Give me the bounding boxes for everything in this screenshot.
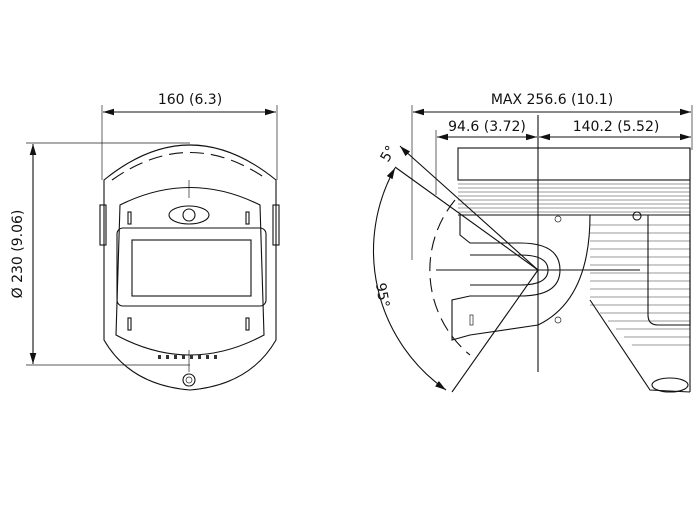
width-label: 160 (6.3) bbox=[158, 92, 222, 108]
status-leds bbox=[158, 355, 217, 359]
front-label: 94.6 (3.72) bbox=[448, 119, 526, 135]
tilt-range-label: 95° bbox=[372, 282, 392, 309]
screw-icon bbox=[632, 211, 642, 221]
connector-icon bbox=[182, 373, 196, 387]
max-label: MAX 256.6 (10.1) bbox=[491, 92, 613, 108]
diameter-dimension: Ø 230 (9.06) bbox=[10, 142, 190, 366]
scanner-side-body bbox=[451, 147, 691, 393]
diameter-label: Ø 230 (9.06) bbox=[10, 210, 26, 299]
max-dimension: MAX 256.6 (10.1) bbox=[411, 92, 693, 260]
front-rear-dimension: 94.6 (3.72) 140.2 (5.52) bbox=[435, 119, 691, 195]
width-dimension: 160 (6.3) bbox=[101, 92, 278, 180]
scanner-front-body bbox=[99, 144, 280, 391]
rear-label: 140.2 (5.52) bbox=[573, 119, 660, 135]
tilt-up-label: 5° bbox=[378, 143, 400, 165]
tilt-angles: 5° 95° bbox=[372, 143, 539, 393]
front-view: 160 (6.3) Ø 230 (9.06) bbox=[10, 92, 280, 391]
side-view: MAX 256.6 (10.1) 94.6 (3.72) 140.2 (5.52… bbox=[372, 92, 693, 393]
